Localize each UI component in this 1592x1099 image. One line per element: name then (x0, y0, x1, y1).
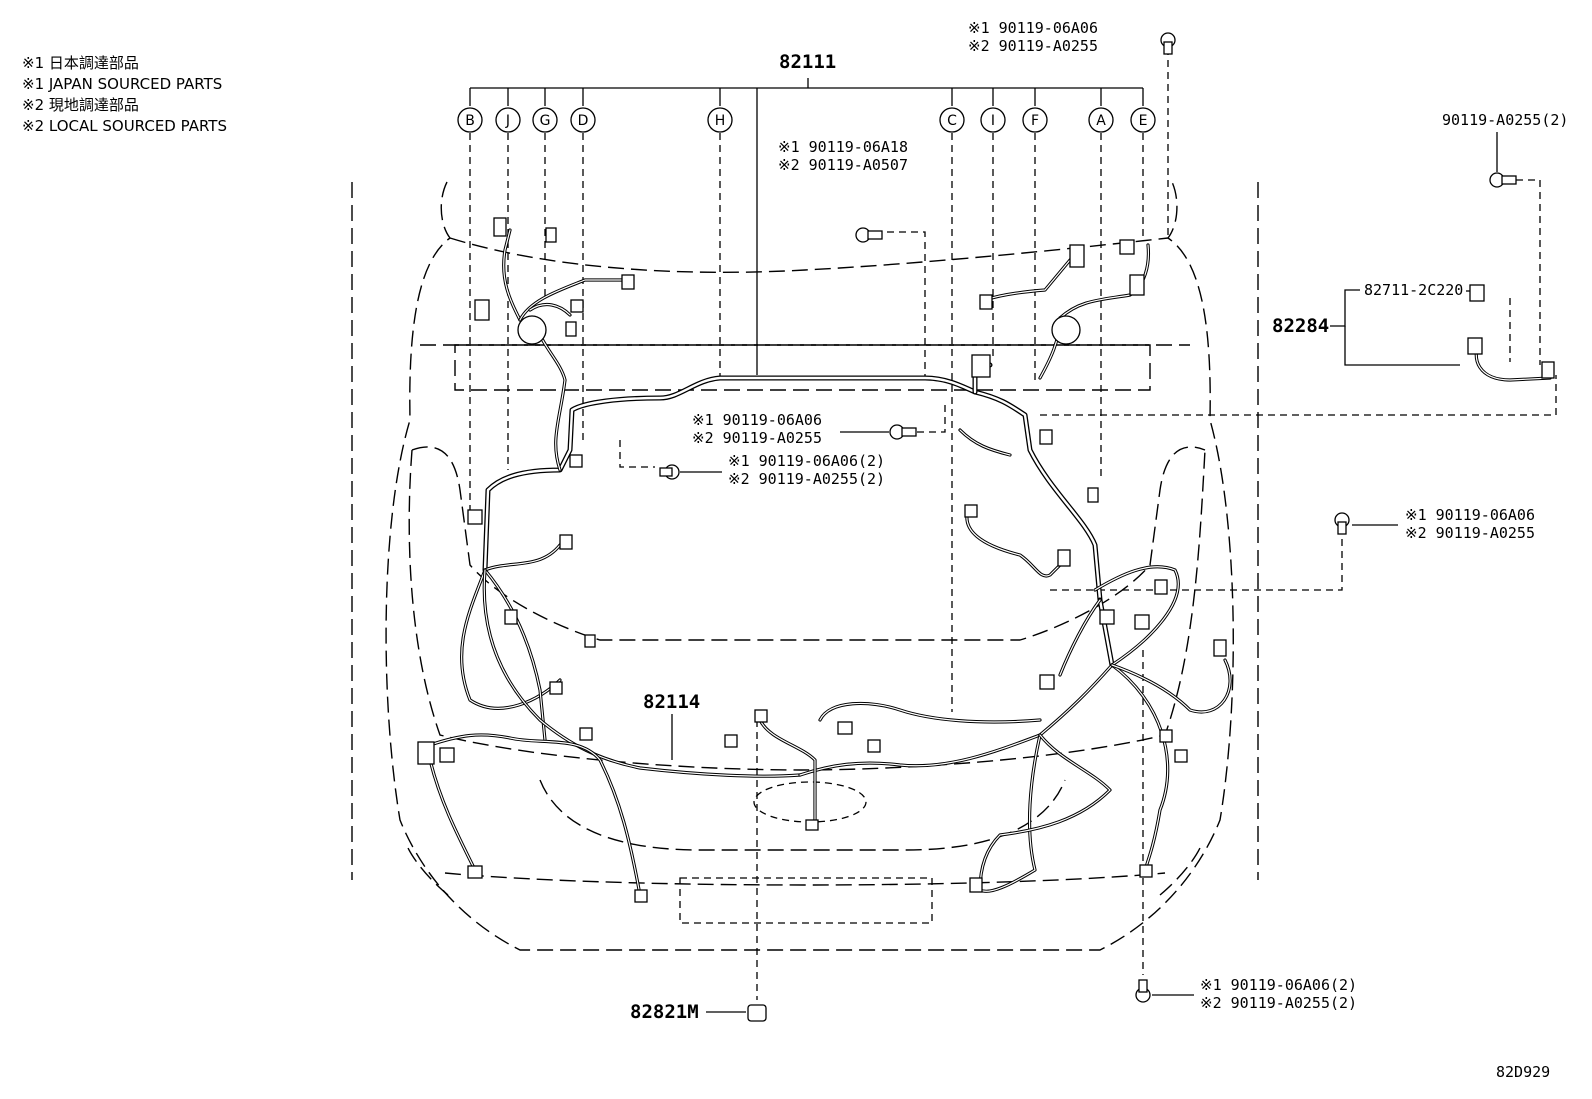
svg-text:C: C (947, 113, 957, 129)
harness-82111-bracket: 82111 (469, 51, 1144, 375)
svg-text:F: F (1031, 113, 1039, 129)
legend-line-1: ※1 日本調達部品 (22, 54, 139, 72)
bolt-center (889, 424, 917, 440)
branch-label-a: A (1088, 107, 1114, 133)
part-number-82114: 82114 (643, 691, 700, 713)
branch-label-e: E (1130, 107, 1156, 133)
svg-text:J: J (505, 113, 510, 129)
svg-text:H: H (715, 113, 726, 129)
bolt-mid (855, 227, 883, 243)
clip-82821m (747, 1004, 767, 1022)
branch-label-j: J (495, 107, 521, 133)
branch-label-h: H (707, 107, 733, 133)
branch-label-c: C (939, 107, 965, 133)
bolt-bottom (1135, 979, 1151, 1003)
callout-bolt-left-1: ※1 90119-06A06(2) (728, 452, 885, 470)
bolt-callouts: ※1 90119-06A06 ※2 90119-A0255 ※1 90119-0… (680, 19, 1535, 1012)
diagram-code: 82D929 (1496, 1063, 1550, 1081)
svg-text:A: A (1096, 113, 1106, 129)
branch-label-i: I (980, 107, 1006, 133)
branch-leader-lines (469, 48, 1557, 1000)
branch-label-g: G (532, 107, 558, 133)
branch-labels: B J G D H C I F A E (457, 107, 1156, 133)
bolt-sub-wire (1489, 172, 1517, 188)
callout-bolt-right-2: ※2 90119-A0255 (1405, 524, 1535, 542)
vehicle-body-outline (351, 181, 1259, 951)
legend-line-4: ※2 LOCAL SOURCED PARTS (22, 117, 227, 135)
part-labels: 82114 82821M 82284 82711-2C220 90119-A02… (630, 111, 1568, 1023)
bolt-right (1334, 512, 1350, 535)
callout-bolt-bottom-1: ※1 90119-06A06(2) (1200, 976, 1357, 994)
legend-line-2: ※1 JAPAN SOURCED PARTS (22, 75, 222, 93)
legend-line-3: ※2 現地調達部品 (22, 96, 139, 114)
connectors (417, 217, 1555, 903)
callout-bolt-left-2: ※2 90119-A0255(2) (728, 470, 885, 488)
callout-bolt-mid-1: ※1 90119-06A18 (778, 138, 908, 156)
callout-bolt-center-2: ※2 90119-A0255 (692, 429, 822, 447)
part-number-82111: 82111 (779, 51, 836, 73)
branch-label-f: F (1022, 107, 1048, 133)
legend: ※1 日本調達部品 ※1 JAPAN SOURCED PARTS ※2 現地調達… (22, 54, 227, 135)
harness-wires (428, 228, 1552, 897)
part-number-90119-a0255-2: 90119-A0255(2) (1442, 111, 1568, 129)
svg-text:B: B (465, 113, 475, 129)
harness-main-trunk (482, 362, 1115, 668)
callout-bolt-top-2: ※2 90119-A0255 (968, 37, 1098, 55)
bolts (659, 32, 1517, 1022)
part-number-82711-2c220: 82711-2C220 (1364, 281, 1463, 299)
svg-text:I: I (991, 113, 995, 129)
callout-bolt-center-1: ※1 90119-06A06 (692, 411, 822, 429)
branch-label-d: D (570, 107, 596, 133)
callout-bolt-right-1: ※1 90119-06A06 (1405, 506, 1535, 524)
callout-bolt-mid-2: ※2 90119-A0507 (778, 156, 908, 174)
svg-text:D: D (578, 113, 589, 129)
part-number-82284: 82284 (1272, 315, 1329, 337)
svg-text:E: E (1139, 113, 1148, 129)
callout-bolt-top-1: ※1 90119-06A06 (968, 19, 1098, 37)
branch-label-b: B (457, 107, 483, 133)
part-number-82821m: 82821M (630, 1001, 699, 1023)
bolt-left (659, 464, 680, 480)
bolt-top-right (1160, 32, 1176, 55)
svg-text:G: G (540, 113, 551, 129)
callout-bolt-bottom-2: ※2 90119-A0255(2) (1200, 994, 1357, 1012)
